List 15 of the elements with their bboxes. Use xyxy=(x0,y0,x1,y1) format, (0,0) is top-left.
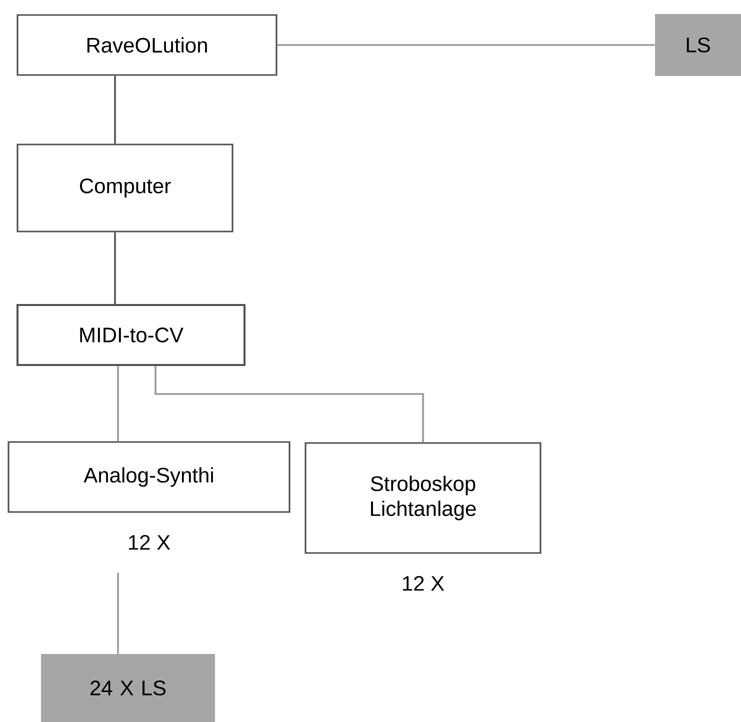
connector-line xyxy=(114,76,116,144)
connector-line xyxy=(117,366,119,442)
process-box: Stroboskop Lichtanlage xyxy=(304,442,542,554)
process-box: Computer xyxy=(16,144,234,232)
count-label: 12 X xyxy=(129,535,170,550)
connector-line xyxy=(114,232,116,304)
connector-line xyxy=(154,366,424,442)
speaker-box: 24 X LS xyxy=(41,654,215,722)
count-label: 12 X xyxy=(403,576,444,591)
process-box: MIDI-to-CV xyxy=(16,304,246,366)
speaker-box: LS xyxy=(655,14,741,76)
connector-line xyxy=(277,44,655,46)
connector-line xyxy=(117,572,119,654)
process-box: RaveOLution xyxy=(16,14,278,76)
process-box: Analog-Synthi xyxy=(8,441,290,513)
